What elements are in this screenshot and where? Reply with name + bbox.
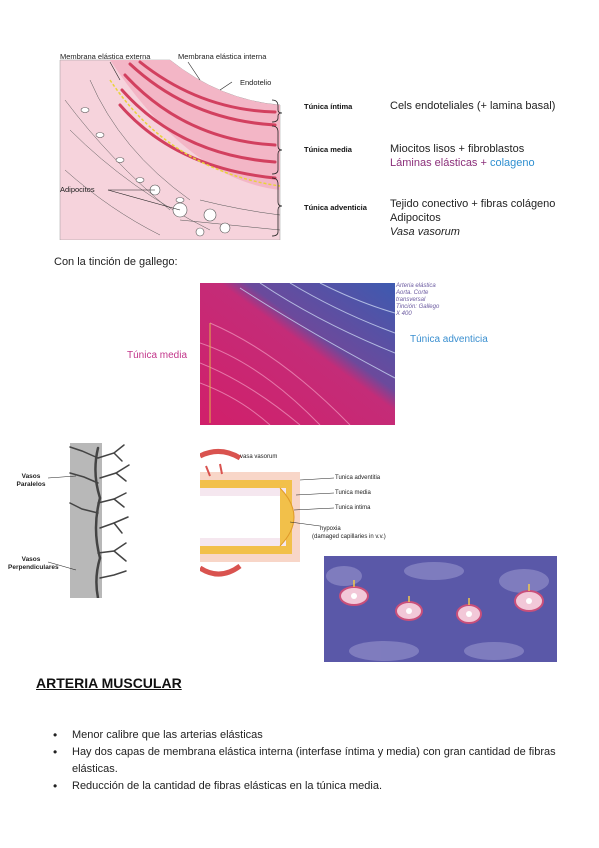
artery-wall-illustration	[59, 59, 281, 241]
label-tunica-media: Túnica media	[127, 350, 188, 361]
elastic-laminae-text: Láminas elásticas	[390, 157, 478, 169]
label-damaged-capillaries: (damaged capillaries in v.v.)	[312, 534, 386, 540]
layer-braces	[271, 99, 283, 237]
desc-line: Tejido conectivo + fibras colágeno	[390, 198, 556, 210]
layer-name-adventitia: Túnica adventicia	[304, 203, 367, 212]
vasa-vasorum-diagram	[69, 443, 130, 598]
label-endothelium: Endotelio	[240, 78, 272, 87]
note-line: transversal	[396, 297, 426, 303]
layer-name-intima: Túnica íntima	[304, 102, 353, 111]
label-tunica-intima: Tunica intima	[335, 505, 371, 511]
label-hypoxia: hypoxia	[320, 526, 341, 532]
label-vasa-vasorum: vasa vasorum	[240, 454, 278, 460]
desc-line: Miocitos lisos + fibroblastos	[390, 143, 525, 155]
layer-name-media: Túnica media	[304, 145, 352, 154]
label-internal-elastic-membrane: Membrana elástica interna	[178, 52, 267, 61]
layer-desc-intima: Cels endoteliales (+ lamina basal)	[390, 99, 555, 113]
list-item: Menor calibre que las arterias elásticas	[36, 727, 566, 744]
stain-caption: Con la tinción de gallego:	[54, 256, 178, 268]
label-perpendicular-vessels: Vasos Perpendiculares	[8, 556, 59, 571]
wall-illustration	[198, 446, 322, 586]
desc-line: Adipocitos	[390, 212, 441, 224]
label-tunica-adventicia: Túnica adventicia	[410, 334, 488, 345]
gallego-micrograph	[200, 283, 395, 425]
note-line: Arteria elástica	[396, 283, 436, 289]
vasa-micrograph-image	[324, 556, 557, 662]
note-line: Aorta. Corte	[396, 290, 429, 296]
hypoxia-wall-diagram	[198, 446, 322, 586]
bullet-list-container: Menor calibre que las arterias elásticas…	[36, 727, 566, 795]
layer-desc-adventitia: Tejido conectivo + fibras colágeno Adipo…	[390, 197, 555, 239]
desc-line-vasa: Vasa vasorum	[390, 226, 460, 238]
note-line: Tinción: Gallego	[396, 304, 440, 310]
plus-text: +	[477, 157, 490, 169]
label-adipocytes: Adipocitos	[60, 185, 95, 194]
section-title: ARTERIA MUSCULAR	[36, 675, 182, 691]
vasa-leader-lines	[48, 475, 77, 571]
label-external-elastic-membrane: Membrana elástica externa	[60, 52, 151, 61]
collagen-text: colageno	[489, 157, 535, 169]
desc-line-elastic-collagen: Láminas elásticas + colageno	[390, 156, 535, 170]
bullet-list: Menor calibre que las arterias elásticas…	[36, 727, 566, 795]
micrograph-corner-note: Arteria elástica Aorta. Corte transversa…	[396, 283, 439, 318]
list-item: Reducción de la cantidad de fibras elást…	[36, 778, 566, 795]
artery-layers-diagram	[50, 40, 290, 241]
label-parallel-vessels: Vasos Paralelos	[16, 473, 46, 488]
wall-leader-lines	[290, 477, 335, 527]
layer-desc-media: Miocitos lisos + fibroblastos Láminas el…	[390, 142, 535, 170]
desc-line: Cels endoteliales (+ lamina basal)	[390, 100, 556, 112]
vasa-micrograph	[324, 556, 557, 662]
note-line: X 400	[396, 311, 412, 317]
label-tunica-media-en: Tunica media	[335, 490, 371, 496]
label-tunica-adventitia: Tunica adventitia	[335, 475, 381, 481]
micrograph-image	[200, 283, 395, 425]
list-item: Hay dos capas de membrana elástica inter…	[36, 744, 566, 778]
